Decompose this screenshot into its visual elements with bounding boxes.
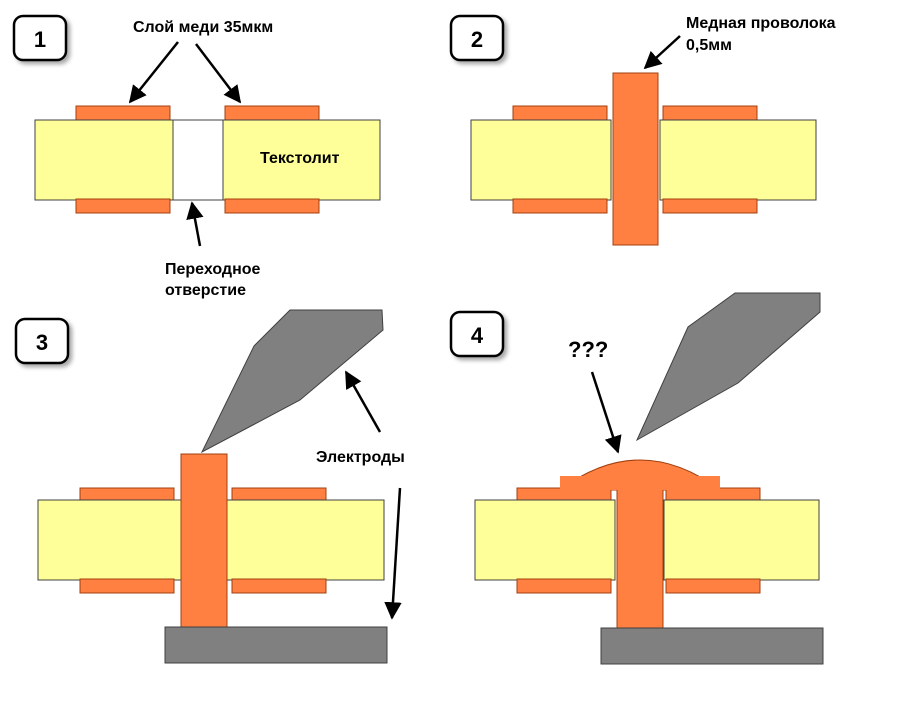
arrow-electrode-upper [344, 370, 382, 433]
via-label-line2: отверстие [165, 282, 246, 299]
arrow-wire [643, 35, 681, 70]
electrode-upper [635, 292, 821, 442]
copper-pad-top-left [512, 105, 608, 122]
textolite-right [226, 499, 385, 581]
arrow-electrode-lower [384, 487, 402, 620]
electrodes-label: Электроды [316, 449, 405, 466]
textolite-left [474, 499, 616, 581]
copper-pad-top-right [224, 105, 320, 122]
step-badge-3 [14, 317, 70, 365]
textolite-right [663, 499, 820, 581]
copper-pad-bottom-right [231, 578, 327, 594]
copper-pad-bottom-right [662, 198, 758, 214]
solder-cap [560, 476, 720, 490]
panel-3: 3 Электроды [14, 309, 405, 664]
copper-wire [616, 487, 664, 631]
wire-label-line1: Медная проволока [686, 15, 836, 32]
panel-4: 4 ??? [449, 292, 824, 665]
copper-pad-bottom-left [512, 198, 608, 214]
electrode-lower [164, 626, 388, 664]
step-number-2: 2 [471, 27, 483, 52]
copper-pad-top-left [75, 105, 171, 122]
arrow-via [186, 201, 204, 247]
textolite-left [37, 499, 182, 581]
electrode-upper [200, 309, 384, 454]
copper-wire [612, 72, 659, 246]
wire-label-line2: 0,5мм [686, 37, 732, 54]
electrode-lower [600, 627, 824, 665]
arrow-copper-left [128, 41, 179, 104]
step-number-4: 4 [471, 323, 484, 348]
textolite-right [659, 119, 817, 201]
textolite-label: Текстолит [260, 150, 340, 167]
question-label: ??? [568, 337, 608, 362]
textolite-right [222, 119, 381, 201]
copper-pad-bottom-left [79, 578, 175, 594]
step-badge-2 [449, 14, 505, 62]
panel-1: 1 Слой меди 35мкм Текстолит Переходное о… [12, 14, 381, 299]
copper-pad-bottom-left [516, 578, 612, 594]
via-hole [172, 119, 224, 201]
via-label-line1: Переходное [165, 261, 261, 278]
copper-wire [180, 453, 228, 629]
step-badge-1 [12, 14, 68, 62]
copper-pad-bottom-right [665, 578, 761, 594]
textolite-left [470, 119, 612, 201]
step-badge-4 [449, 310, 505, 358]
step-number-1: 1 [34, 27, 46, 52]
arrow-question [590, 371, 622, 454]
copper-pad-top-right [662, 105, 758, 122]
step-number-3: 3 [36, 330, 48, 355]
panel-2: 2 Медная проволока 0,5мм [449, 14, 836, 246]
arrow-copper-right [195, 43, 242, 104]
textolite-left [34, 119, 174, 201]
copper-layer-label: Слой меди 35мкм [133, 19, 273, 36]
copper-pad-bottom-right [224, 198, 320, 214]
copper-pad-bottom-left [75, 198, 171, 214]
